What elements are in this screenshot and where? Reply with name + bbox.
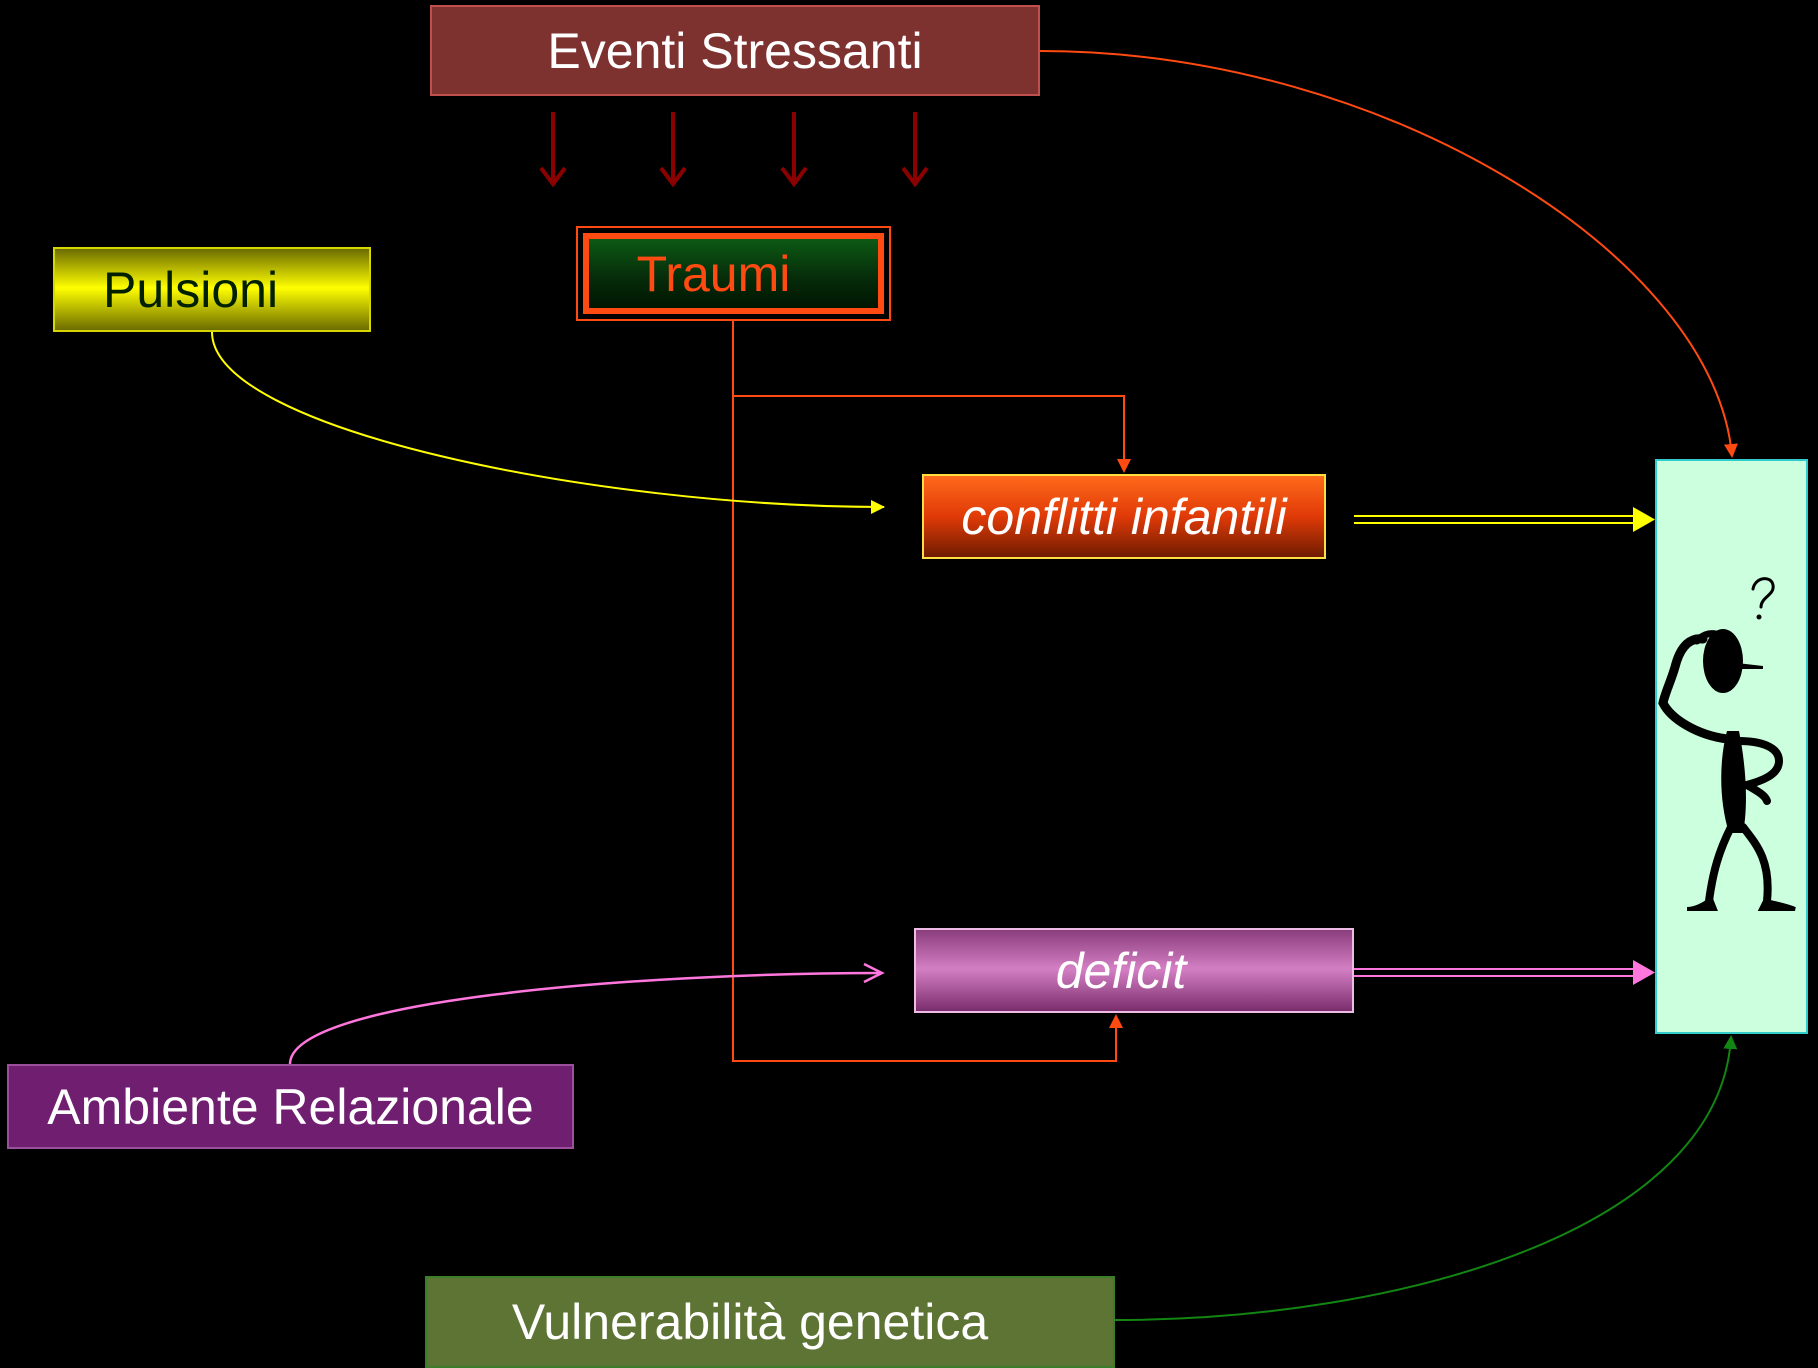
vulnerabilita-to-person-connector [1114, 1035, 1738, 1321]
conflitti-to-person-double-arrow [1354, 507, 1655, 532]
deficit-to-person-double-arrow [1354, 960, 1655, 985]
pulsioni-node: Pulsioni [53, 247, 371, 332]
conflitti-infantili-node: conflitti infantili [922, 474, 1326, 559]
traumi-to-conflitti-connector [732, 321, 1131, 473]
conflitti-infantili-label: conflitti infantili [961, 488, 1287, 545]
traumi-node-inner: Traumi [583, 233, 884, 314]
traumi-to-deficit-connector [732, 396, 1123, 1062]
eventi-to-traumi-arrows [539, 112, 929, 188]
pulsioni-to-conflitti-connector [211, 331, 885, 514]
ambiente-relazionale-label: Ambiente Relazionale [47, 1078, 534, 1135]
down-arrow-3 [780, 112, 808, 188]
traumi-node: Traumi [576, 226, 891, 321]
eventi-to-person-connector [1039, 50, 1738, 458]
ambiente-relazionale-node: Ambiente Relazionale [7, 1064, 574, 1149]
down-arrow-4 [901, 112, 929, 188]
ambiente-to-deficit-connector [288, 962, 885, 1065]
vulnerabilita-genetica-node: Vulnerabilità genetica [425, 1276, 1115, 1368]
confused-person-icon [1658, 577, 1796, 911]
traumi-label: Traumi [636, 245, 791, 302]
down-arrow-1 [539, 112, 567, 188]
down-arrow-2 [659, 112, 687, 188]
eventi-stressanti-label: Eventi Stressanti [547, 22, 923, 79]
person-node [1655, 459, 1808, 1034]
vulnerabilita-genetica-label: Vulnerabilità genetica [511, 1294, 989, 1350]
deficit-label: deficit [1055, 942, 1187, 999]
eventi-stressanti-node: Eventi Stressanti [430, 5, 1040, 96]
deficit-node: deficit [914, 928, 1354, 1013]
pulsioni-label: Pulsioni [103, 261, 279, 318]
